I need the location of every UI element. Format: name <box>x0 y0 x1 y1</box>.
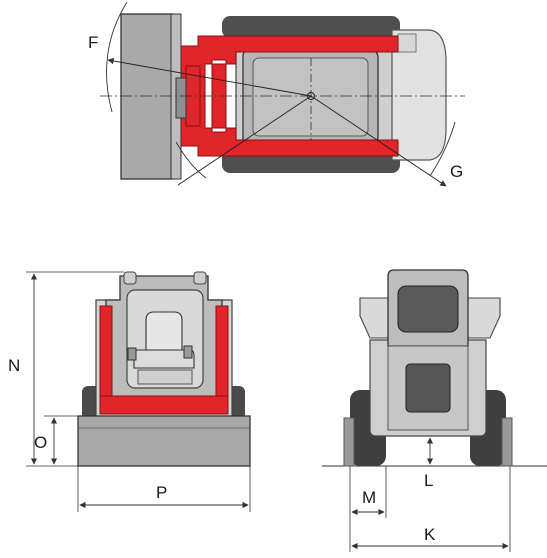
top-view: F G <box>88 1 465 187</box>
label-o: O <box>34 433 47 452</box>
front-seat-armrest-right <box>183 345 193 359</box>
label-k: K <box>424 525 436 544</box>
turn-arc-bottom <box>175 141 207 179</box>
front-cab-top-right <box>193 271 207 285</box>
front-view: N O P <box>8 271 251 512</box>
front-floor <box>137 369 193 385</box>
turn-arc-front <box>106 1 128 113</box>
rear-track-frame-right <box>501 417 513 467</box>
front-seat <box>145 311 183 353</box>
label-g: G <box>450 162 463 181</box>
rear-track-frame-left <box>343 417 355 467</box>
front-cab-top-left <box>123 271 137 285</box>
top-coupler-plate <box>175 77 187 119</box>
front-arm-crossbar <box>99 395 229 415</box>
top-track-upper <box>222 16 400 38</box>
label-l: L <box>424 471 433 490</box>
turn-radius-line-f <box>107 57 312 97</box>
top-bucket <box>120 13 174 180</box>
top-rear-grille <box>397 33 417 53</box>
label-m: M <box>362 488 376 507</box>
rear-fender-right <box>463 297 501 339</box>
rear-engine-grille <box>405 363 451 413</box>
front-bucket <box>77 415 251 467</box>
top-cab-roof <box>252 57 369 137</box>
rear-fender-left <box>359 297 393 339</box>
turn-radius-line-aux <box>177 95 312 186</box>
top-rear-cover <box>391 29 447 161</box>
rear-window <box>397 285 459 333</box>
front-seat-armrest-left <box>127 347 137 361</box>
label-n: N <box>8 356 20 375</box>
label-f: F <box>88 33 98 52</box>
turn-radius-line-g <box>310 95 447 187</box>
rear-view: L M K <box>322 269 547 552</box>
label-p: P <box>156 483 167 502</box>
turn-arc-rear <box>429 121 456 177</box>
top-pivot-point <box>307 92 315 100</box>
